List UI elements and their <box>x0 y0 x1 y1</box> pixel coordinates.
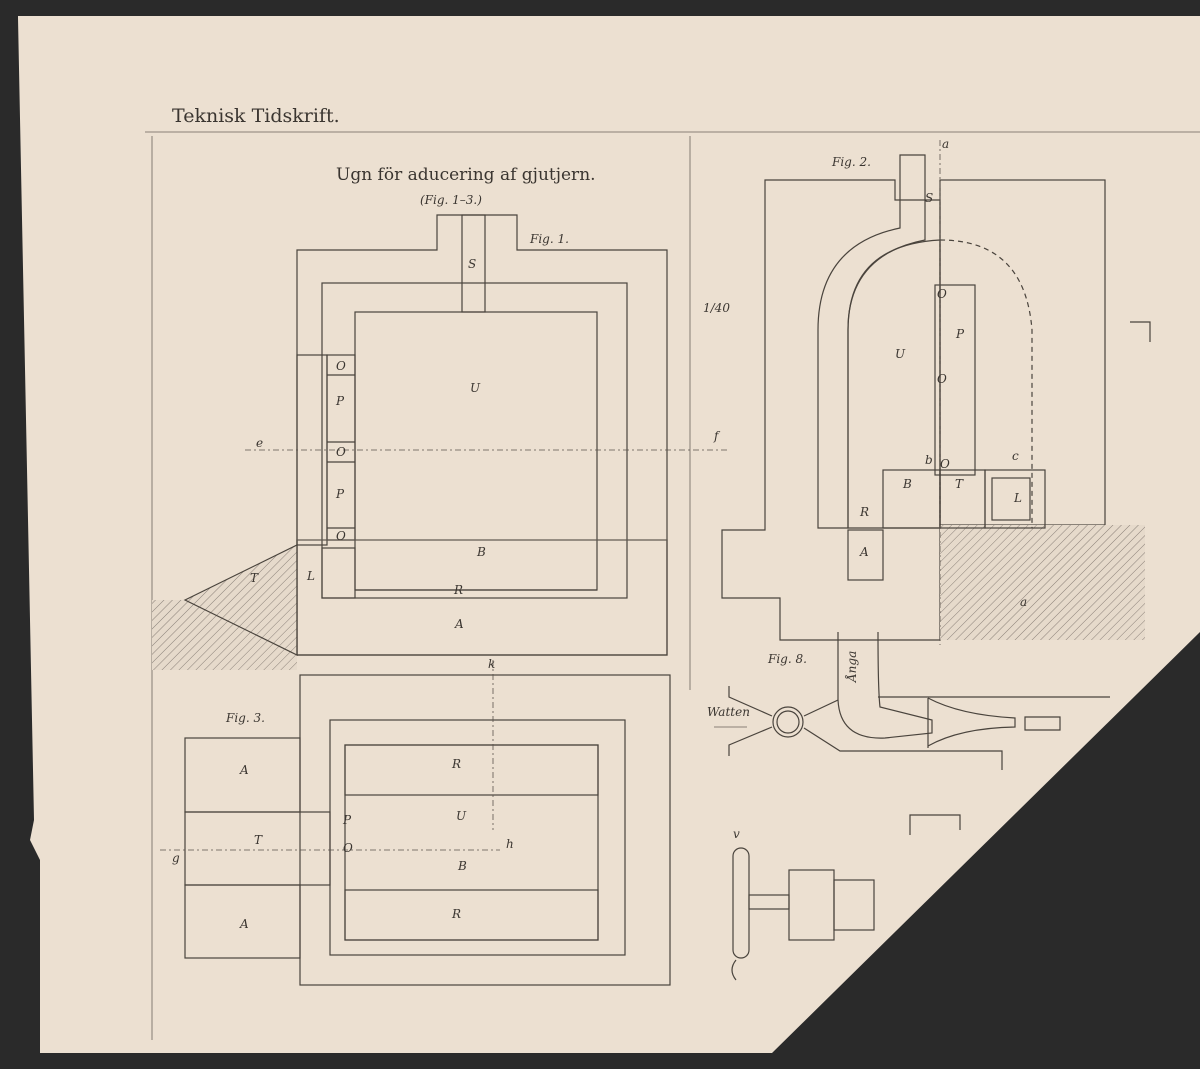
fig1-label: Fig. 1. <box>529 232 569 246</box>
fig2-label-a: a <box>942 137 949 151</box>
fig2-label-o: O <box>937 372 947 386</box>
water-label: Watten <box>707 705 750 719</box>
fig2-label-o: O <box>940 457 950 471</box>
fig2-label-u: U <box>895 347 906 361</box>
fig1-label-s: S <box>468 257 476 271</box>
fig2-label-l: L <box>1013 491 1022 505</box>
fig2-label-s: S <box>925 191 933 205</box>
fig8-label: Fig. 8. <box>767 652 807 666</box>
fig2-label-a: a <box>1020 595 1027 609</box>
fig2-label-a-region: A <box>859 545 869 559</box>
fig2-label-b-region: B <box>902 477 912 491</box>
fig1-label-f: f <box>713 429 721 443</box>
fig2-label: Fig. 2. <box>831 155 871 169</box>
fig3-label-g: g <box>172 851 180 865</box>
fig3-label-a: A <box>239 763 249 777</box>
fig1-label-b: B <box>476 545 486 559</box>
fig1-label-o: O <box>336 359 346 373</box>
scale-label: 1/40 <box>703 301 730 315</box>
valve-label-v: v <box>733 827 740 841</box>
steam-label: Ånga <box>844 651 859 684</box>
fig2-label-c: c <box>1012 449 1019 463</box>
fig3-label-t: T <box>254 833 263 847</box>
fig3-label-r: R <box>451 757 461 771</box>
fig3-label: Fig. 3. <box>225 711 265 725</box>
fig1-label-t: T <box>250 571 259 585</box>
fig2-label-p: P <box>955 327 965 341</box>
figure-1: Fig. 1. S U O P O P O B R A T L e f <box>152 214 730 670</box>
fig2-label-r: R <box>859 505 869 519</box>
fig3-label-k: k <box>488 657 495 671</box>
fig2-label-o: O <box>937 287 947 301</box>
fig1-label-o: O <box>336 445 346 459</box>
journal-header: Teknisk Tidskrift. <box>172 105 340 127</box>
fig1-label-p: P <box>335 487 345 501</box>
figure-8: Fig. 8. Watten Ånga <box>707 631 1110 770</box>
fig3-label-b: B <box>457 859 467 873</box>
fig1-label-u: U <box>470 381 481 395</box>
fig1-label-a: A <box>454 617 464 631</box>
fig1-label-r: R <box>453 583 463 597</box>
valve-mechanism: v <box>731 814 961 981</box>
fig1-label-l: L <box>306 569 315 583</box>
fig3-label-u: U <box>456 809 467 823</box>
drawing-title: Ugn för aducering af gjutjern. <box>336 165 596 185</box>
paper <box>18 16 1200 1053</box>
fig3-label-h: h <box>506 837 514 851</box>
figure-3: Fig. 3. k A T A R U P O B R g h <box>160 657 671 986</box>
fig3-label-p: P <box>342 813 352 827</box>
fig1-label-p: P <box>335 394 345 408</box>
fig1-label-e: e <box>256 436 263 450</box>
fig3-label-o: O <box>343 841 353 855</box>
drawing-subtitle: (Fig. 1–3.) <box>420 193 482 207</box>
fig3-label-r: R <box>451 907 461 921</box>
fig2-label-b: b <box>925 453 933 467</box>
fig2-label-t: T <box>955 477 964 491</box>
figure-2: Fig. 2. a S U P O O O b c B T L R A a <box>721 137 1151 645</box>
fig3-label-a: A <box>239 917 249 931</box>
fig1-label-o: O <box>336 529 346 543</box>
